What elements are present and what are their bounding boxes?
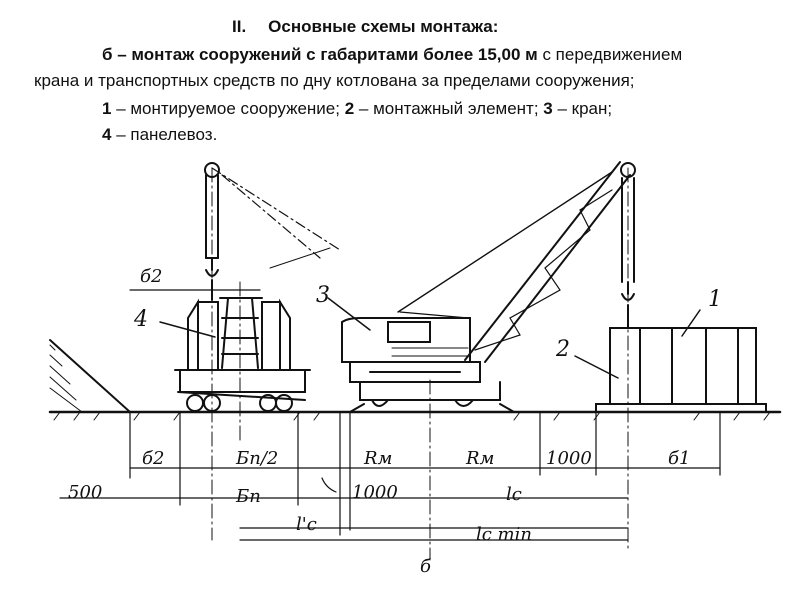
label-delta1: б1 [668, 448, 690, 469]
label-lc-min: lс min [476, 524, 532, 545]
panel-truck [174, 297, 311, 412]
label-lc-prime: l'с [296, 514, 317, 535]
ground-line [48, 339, 782, 421]
label-section-mark: б [420, 556, 432, 577]
label-lc-right: lс [506, 484, 522, 505]
label-bp-half: Бп/2 [235, 448, 278, 469]
heading-title: Основные схемы монтажа: [268, 17, 499, 36]
label-1000-mid: 1000 [352, 482, 398, 503]
scheme-letter-text: б – монтаж сооружений с габаритами [102, 45, 424, 64]
center-lines [211, 167, 629, 561]
label-delta2-dim: б2 [142, 448, 164, 469]
label-500: 500 [68, 482, 102, 503]
mounted-structure [595, 327, 767, 413]
legend-line-1: 1 – монтируемое сооружение; 2 – монтажны… [102, 96, 612, 122]
label-1-structure: 1 [708, 287, 722, 312]
mounting-scheme-drawing: 1 2 3 4 б2 б2 Бп/2 Rм Rм 1000 б1 500 Бп … [48, 161, 782, 577]
label-1000-right: 1000 [546, 448, 592, 469]
left-hook-and-cable [204, 162, 341, 301]
caption-line-1-tail: с передвижением [537, 45, 683, 64]
legend-1-text: – монтируемое сооружение; [111, 99, 345, 118]
label-rm-left: Rм [363, 448, 392, 469]
crane [341, 161, 636, 413]
label-delta2-top: б2 [140, 266, 162, 287]
legend-line-2: 4 – панелевоз. [102, 122, 217, 148]
caption-line-1: б – монтаж сооружений с габаритами более… [102, 42, 682, 68]
legend-1-number: 1 [102, 99, 112, 118]
label-3-crane: 3 [316, 283, 330, 308]
legend-2-number: 2 [344, 99, 355, 118]
caption-line-2: крана и транспортных средств по дну котл… [34, 71, 635, 90]
legend-4-text: – панелевоз. [111, 125, 218, 144]
heading-number: II. [232, 17, 247, 36]
legend-4-number: 4 [102, 125, 112, 144]
dimension-lines [59, 289, 721, 541]
legend-3-number: 3 [543, 99, 553, 118]
size-highlight: более 15,00 м [423, 45, 538, 64]
label-bp: Бп [235, 486, 261, 507]
heading: II. Основные схемы монтажа: [232, 14, 498, 40]
label-rm-right: Rм [465, 448, 494, 469]
caption-block: II. Основные схемы монтажа: б – монтаж со… [0, 0, 800, 160]
label-4-truck: 4 [133, 307, 148, 332]
label-2-element: 2 [555, 337, 570, 362]
legend-2-text: – монтажный элемент; [354, 99, 544, 118]
legend-3-text: – кран; [552, 99, 613, 118]
leader-lines [159, 297, 701, 379]
